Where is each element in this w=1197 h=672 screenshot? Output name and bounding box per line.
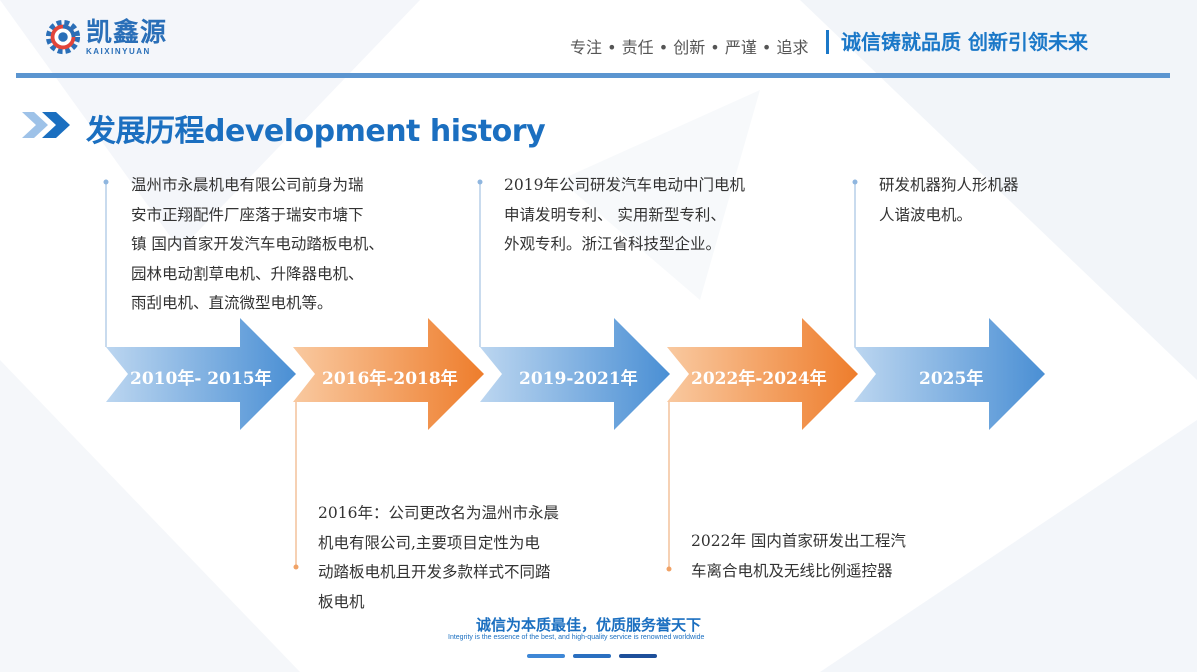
milestone-text-5: 研发机器狗人形机器 人谐波电机。 bbox=[879, 176, 1019, 224]
footer-bar-2 bbox=[573, 654, 611, 658]
timeline-arrow-4 bbox=[667, 318, 858, 430]
footer-slogan-en: Integrity is the essence of the best, an… bbox=[448, 634, 705, 641]
milestone-text-3: 2019年公司研发汽车电动中门电机 申请发明专利、 实用新型专利、 外观专利。浙… bbox=[504, 176, 745, 253]
header-motto: 专注 • 责任 • 创新 • 严谨 • 追求 bbox=[570, 38, 809, 57]
period-label-1: 2010年- 2015年 bbox=[130, 369, 272, 389]
timeline-arrow-2 bbox=[293, 318, 484, 430]
period-label-2: 2016年-2018年 bbox=[322, 369, 458, 389]
footer-bar-3 bbox=[619, 654, 657, 658]
connector-1 bbox=[103, 179, 109, 347]
connector-3 bbox=[477, 179, 483, 347]
section-title: 发展历程development history bbox=[86, 114, 546, 149]
connector-5 bbox=[852, 179, 858, 347]
connector-2 bbox=[293, 402, 299, 570]
timeline-arrow-1 bbox=[106, 318, 296, 430]
brand-logo: 凯鑫源 KAIXINYUAN bbox=[44, 18, 167, 56]
footer-bar-1 bbox=[527, 654, 565, 658]
connector-4 bbox=[666, 402, 672, 572]
double-chevron-icon bbox=[22, 112, 70, 138]
brand-name-en: KAIXINYUAN bbox=[86, 46, 151, 56]
gear-logo-icon bbox=[45, 19, 81, 55]
milestone-text-2: 2016年：公司更改名为温州市永晨 机电有限公司,主要项目定性为电 动踏板电机且… bbox=[318, 504, 559, 611]
period-label-3: 2019-2021年 bbox=[519, 369, 638, 389]
milestone-text-4: 2022年 国内首家研发出工程汽 车离合电机及无线比例遥控器 bbox=[691, 532, 906, 580]
milestone-text-1: 温州市永晨机电有限公司前身为瑞 安市正翔配件厂座落于瑞安市塘下 镇 国内首家开发… bbox=[131, 176, 384, 312]
header-divider bbox=[16, 73, 1170, 78]
header-slogan: 诚信铸就品质 创新引领未来 bbox=[826, 30, 1088, 54]
timeline-arrow-3 bbox=[480, 318, 670, 430]
period-label-5: 2025年 bbox=[919, 369, 984, 389]
timeline-arrow-5 bbox=[854, 318, 1045, 430]
footer-slogan: 诚信为本质最佳，优质服务誉天下 bbox=[476, 616, 702, 634]
brand-name: 凯鑫源 bbox=[86, 17, 168, 48]
period-label-4: 2022年-2024年 bbox=[691, 369, 827, 389]
